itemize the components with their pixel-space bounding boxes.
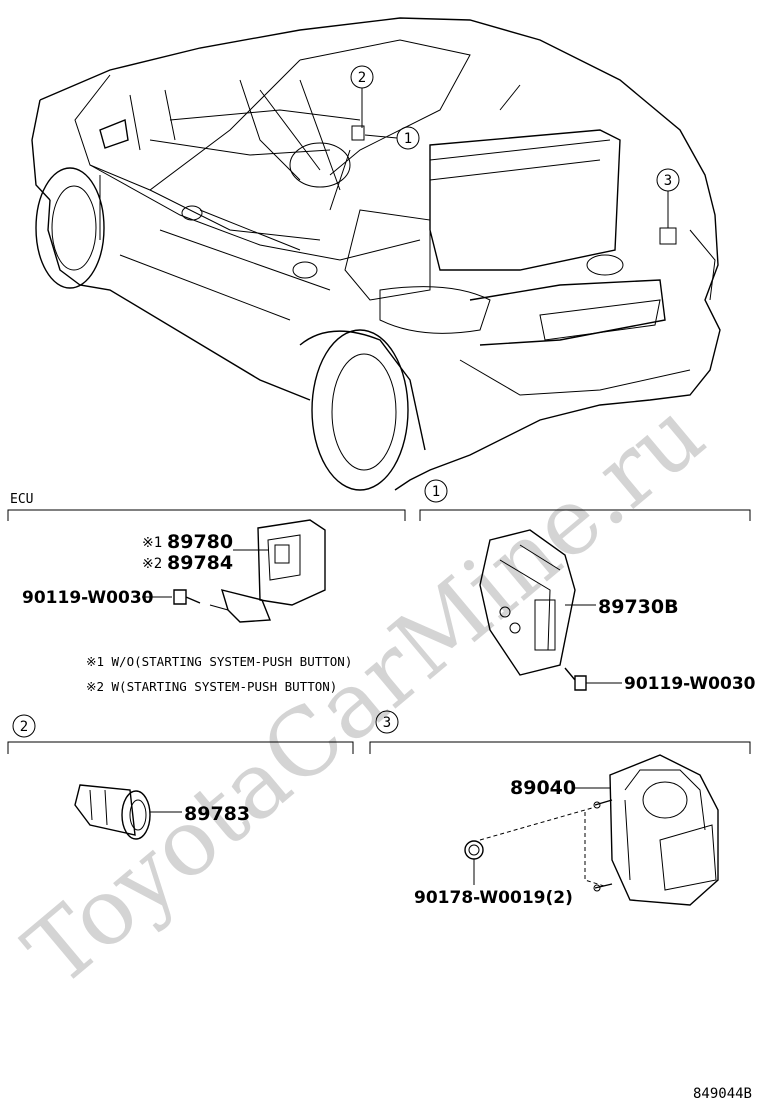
section-1-part-label: 89730B (598, 596, 679, 618)
section-2-part-label: 89783 (184, 803, 250, 825)
section-3-number: 3 (383, 715, 391, 731)
section-3-part-label: 89040 (510, 777, 576, 799)
section-1-bolt-label: 90119-W0030 (624, 674, 756, 694)
ecu-unit-drawing (257, 519, 326, 606)
body-ecu-drawing (479, 529, 576, 676)
section-1-number: 1 (432, 484, 440, 500)
ecu-part2-label: 89784 (167, 552, 233, 574)
ecu-mark2: ※2 (142, 556, 162, 572)
figure-code: 849044B (693, 1086, 752, 1102)
siren-drawing (609, 754, 719, 906)
car-illustration: 2 1 3 (31, 17, 721, 491)
svg-text:2: 2 (358, 70, 366, 86)
ecu-note2: ※2 W(STARTING SYSTEM-PUSH BUTTON) (86, 679, 337, 694)
section-3: 3 89040 90178-W0019(2) (369, 710, 751, 908)
svg-text:1: 1 (404, 131, 412, 147)
section-ecu: ECU ※1 89780 ※2 89784 90119-W0030 ※1 W/O… (7, 492, 406, 694)
ecu-part1-label: 89780 (167, 531, 233, 553)
switch-drawing (74, 784, 136, 836)
section-1: 1 89730B 90119-W0030 (419, 479, 756, 694)
ecu-mark1: ※1 (142, 535, 162, 551)
ecu-bolt-label: 90119-W0030 (22, 588, 154, 608)
section-ecu-bracket (7, 509, 406, 521)
section-3-bracket (369, 741, 751, 754)
section-1-bracket (419, 509, 751, 521)
ecu-note1: ※1 W/O(STARTING SYSTEM-PUSH BUTTON) (86, 654, 352, 669)
section-2-number: 2 (20, 719, 28, 735)
section-2: 2 89783 (7, 714, 354, 840)
section-3-clip-label: 90178-W0019(2) (414, 888, 573, 908)
svg-text:3: 3 (664, 173, 672, 189)
section-ecu-title: ECU (10, 492, 33, 507)
section-2-bracket (7, 741, 354, 754)
